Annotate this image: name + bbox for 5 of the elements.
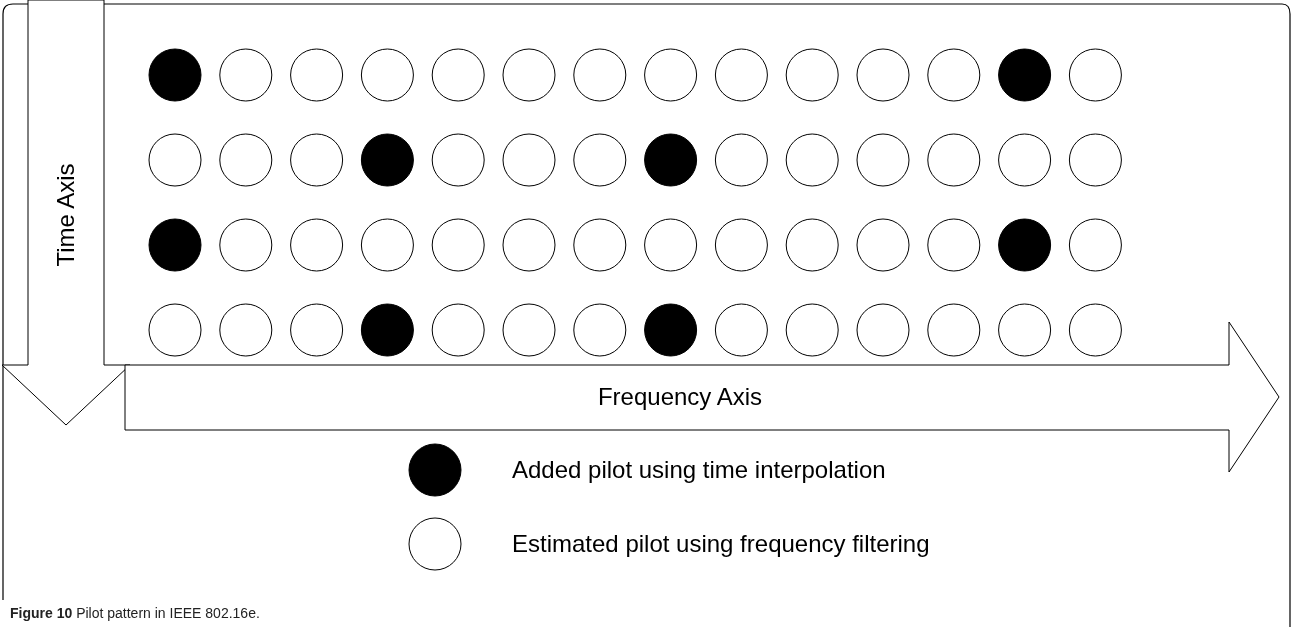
legend-label: Added pilot using time interpolation [512, 456, 886, 484]
legend-label: Estimated pilot using frequency filtering [512, 530, 930, 558]
axis-label: Frequency Axis [597, 383, 763, 411]
axis-label: Time Axis [52, 163, 80, 267]
figure-caption: Figure 10 Pilot pattern in IEEE 802.16e. [10, 605, 260, 621]
